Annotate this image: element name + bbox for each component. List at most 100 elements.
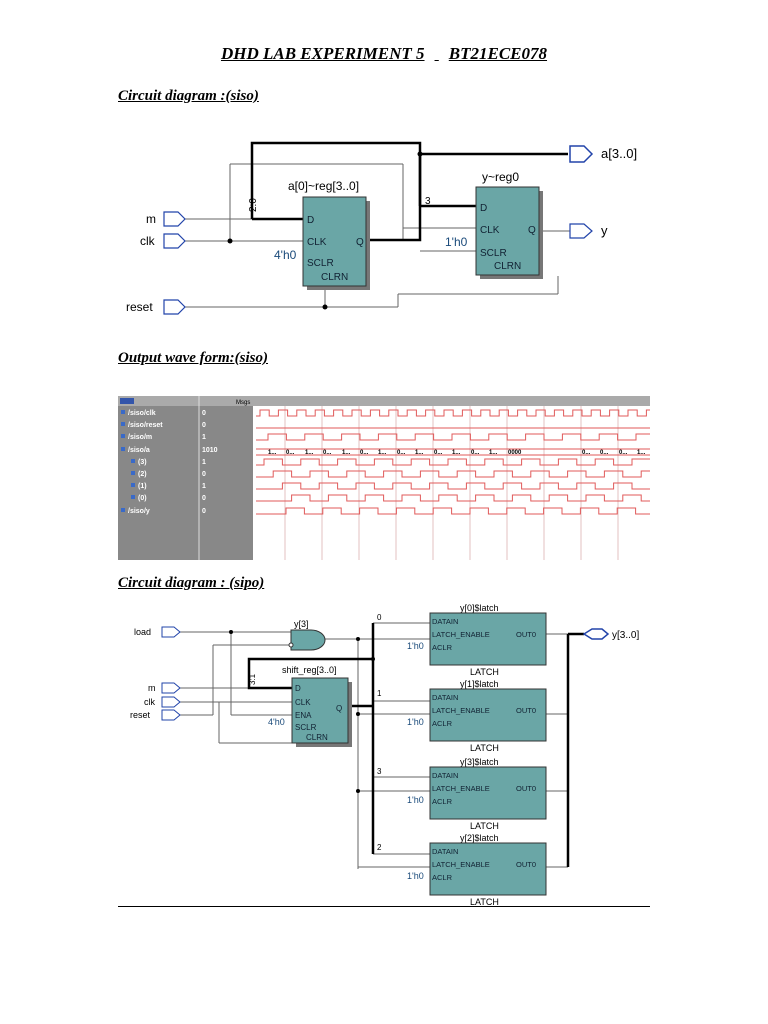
signal-name: /siso/clk xyxy=(128,410,156,417)
svg-text:D: D xyxy=(307,215,314,226)
signal-icon xyxy=(121,410,125,414)
signal-name: /siso/y xyxy=(128,508,150,515)
siso-output-a: a[3..0] xyxy=(569,145,637,163)
svg-text:DATAIN: DATAIN xyxy=(432,847,458,856)
bus-value-label: 0... xyxy=(286,450,295,456)
signal-name: /siso/m xyxy=(128,434,152,441)
svg-text:ACLR: ACLR xyxy=(432,719,453,728)
signal-icon xyxy=(131,483,135,487)
svg-text:a[0]~reg[3..0]: a[0]~reg[3..0] xyxy=(288,179,359,193)
svg-text:CLK: CLK xyxy=(307,237,327,248)
signal-value: 1 xyxy=(202,483,206,490)
siso-register-y: y~reg0 D CLK Q SCLR CLRN 1'h0 xyxy=(445,170,543,279)
svg-text:1'h0: 1'h0 xyxy=(445,235,468,249)
bottom-rule xyxy=(118,906,650,907)
signal-value: 0 xyxy=(202,495,206,502)
signal-name: /siso/a xyxy=(128,447,150,454)
svg-text:OUT0: OUT0 xyxy=(516,630,536,639)
bus-value-label: 0000 xyxy=(508,450,522,456)
signal-value: 1010 xyxy=(202,447,218,454)
svg-text:CLRN: CLRN xyxy=(306,733,328,742)
svg-text:y[3]$latch: y[3]$latch xyxy=(460,757,499,767)
bus-value-label: 0... xyxy=(434,450,443,456)
bus-value-label: 1... xyxy=(342,450,351,456)
bus-value-label: 1... xyxy=(268,450,277,456)
bus-value-label: 0... xyxy=(397,450,406,456)
signal-icon xyxy=(121,447,125,451)
svg-text:y~reg0: y~reg0 xyxy=(482,170,519,184)
bus-value-label: 0... xyxy=(323,450,332,456)
latch-3: y[2]$latchDATAINLATCH_ENABLEACLROUT01'h0… xyxy=(377,833,547,905)
siso-bit-label: 3 xyxy=(425,196,431,207)
svg-text:ACLR: ACLR xyxy=(432,797,453,806)
svg-text:CLK: CLK xyxy=(295,698,311,707)
bus-value-label: 1... xyxy=(637,450,646,456)
svg-text:LATCH: LATCH xyxy=(470,743,499,753)
svg-text:ENA: ENA xyxy=(295,711,312,720)
svg-text:OUT0: OUT0 xyxy=(516,706,536,715)
signal-value: 0 xyxy=(202,422,206,429)
signal-name: (0) xyxy=(138,495,147,502)
svg-text:clk: clk xyxy=(144,697,155,707)
svg-text:y[3..0]: y[3..0] xyxy=(612,630,639,641)
svg-text:LATCH: LATCH xyxy=(470,821,499,831)
trace-bit xyxy=(256,494,650,502)
svg-text:Q: Q xyxy=(356,237,364,248)
svg-text:CLRN: CLRN xyxy=(494,261,521,272)
signal-value: 0 xyxy=(202,471,206,478)
sipo-circuit-diagram: load m clk reset y[3] shift_reg[3..0] D … xyxy=(118,603,650,905)
heading-sipo-circuit: Circuit diagram : (sipo) xyxy=(118,575,265,591)
bus-value-label: 0... xyxy=(619,450,628,456)
bus-value-label: 0... xyxy=(360,450,369,456)
svg-text:LATCH_ENABLE: LATCH_ENABLE xyxy=(432,860,490,869)
svg-text:1'h0: 1'h0 xyxy=(407,871,424,881)
svg-text:1'h0: 1'h0 xyxy=(407,641,424,651)
signal-icon xyxy=(121,508,125,512)
signal-icon xyxy=(121,422,125,426)
svg-text:3: 3 xyxy=(377,767,382,776)
svg-text:OUT0: OUT0 xyxy=(516,784,536,793)
svg-text:1'h0: 1'h0 xyxy=(407,795,424,805)
sipo-shift-register: shift_reg[3..0] D CLK ENA SCLR CLRN Q 4'… xyxy=(248,665,352,747)
signal-icon xyxy=(121,434,125,438)
siso-input-reset: reset xyxy=(126,299,186,315)
siso-register-a: a[0]~reg[3..0] D CLK Q SCLR CLRN 4'h0 xyxy=(274,179,370,290)
signal-name: (3) xyxy=(138,459,147,466)
experiment-title: DHD LAB EXPERIMENT 5 xyxy=(220,44,425,63)
svg-text:LATCH_ENABLE: LATCH_ENABLE xyxy=(432,706,490,715)
signal-name: (1) xyxy=(138,483,147,490)
bus-value-label: 1... xyxy=(415,450,424,456)
bus-value-label: 0... xyxy=(471,450,480,456)
svg-text:Q: Q xyxy=(336,704,342,713)
svg-text:0: 0 xyxy=(377,613,382,622)
svg-text:y[1]$latch: y[1]$latch xyxy=(460,679,499,689)
svg-text:y[0]$latch: y[0]$latch xyxy=(460,603,499,613)
svg-text:SCLR: SCLR xyxy=(295,723,317,732)
svg-text:3:1: 3:1 xyxy=(248,673,257,685)
siso-output-y: y xyxy=(569,223,608,239)
signal-value: 0 xyxy=(202,508,206,515)
svg-text:clk: clk xyxy=(140,234,156,248)
siso-circuit-diagram: 2:0 3 m clk reset a[0]~reg[3..0] D CLK Q… xyxy=(118,120,648,325)
wave-header: Msgs xyxy=(236,400,250,406)
svg-text:D: D xyxy=(480,203,487,214)
svg-text:OUT0: OUT0 xyxy=(516,860,536,869)
signal-icon xyxy=(131,471,135,475)
svg-text:SCLR: SCLR xyxy=(307,258,334,269)
sipo-output: y[3..0] xyxy=(582,628,639,641)
svg-text:SCLR: SCLR xyxy=(480,248,507,259)
svg-text:LATCH_ENABLE: LATCH_ENABLE xyxy=(432,630,490,639)
svg-text:Q: Q xyxy=(528,225,536,236)
trace-bus xyxy=(256,448,650,456)
svg-text:shift_reg[3..0]: shift_reg[3..0] xyxy=(282,665,337,675)
siso-input-m: m xyxy=(146,211,186,227)
bus-value-label: 1... xyxy=(489,450,498,456)
trace-m xyxy=(256,433,650,441)
latch-0: y[0]$latchDATAINLATCH_ENABLEACLROUT01'h0… xyxy=(377,603,547,677)
trace-clk xyxy=(256,409,650,417)
siso-input-clk: clk xyxy=(140,233,186,249)
latch-1: y[1]$latchDATAINLATCH_ENABLEACLROUT01'h0… xyxy=(377,679,547,753)
siso-bus-label: 2:0 xyxy=(248,198,259,212)
svg-text:m: m xyxy=(146,212,156,226)
